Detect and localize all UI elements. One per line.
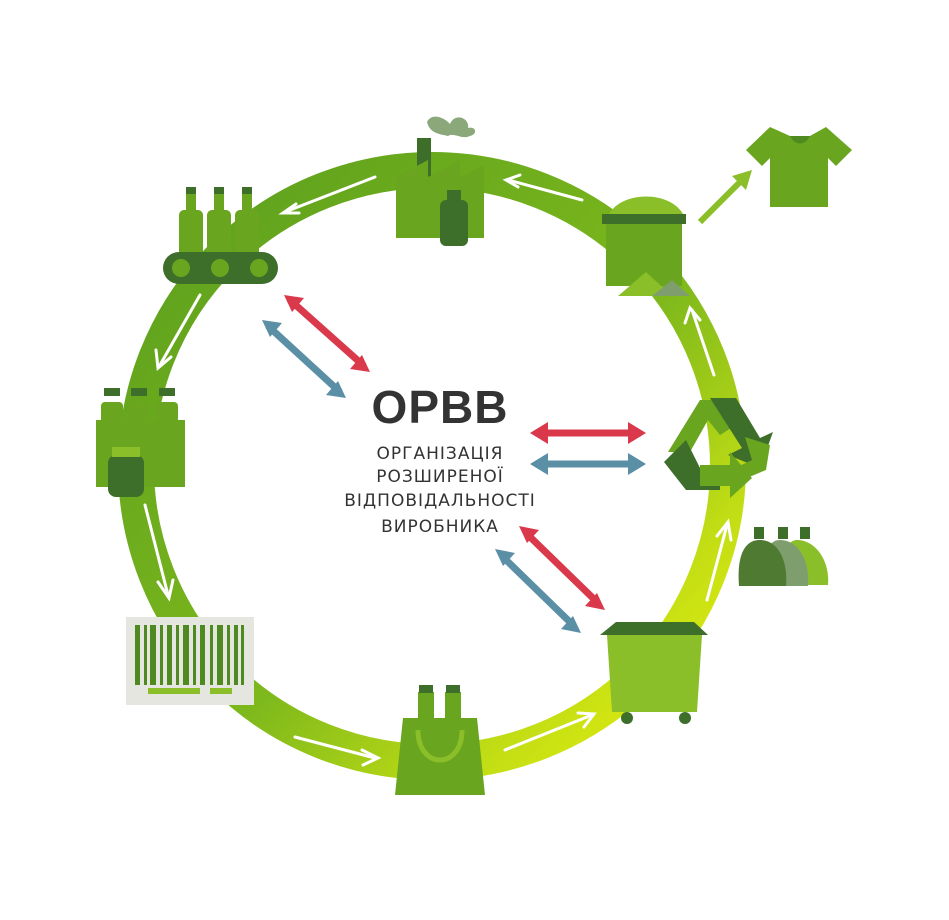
diagram-subtitle-line-1: ОРГАНІЗАЦІЯ <box>376 444 504 464</box>
diagram-acronym: ОРВВ <box>371 381 509 433</box>
exchange-arrows-right <box>530 422 646 475</box>
barcode-icon <box>126 617 254 705</box>
flow-arrow <box>278 175 377 215</box>
flow-arrow <box>705 518 733 602</box>
flow-arrows <box>143 173 733 767</box>
diagram-subtitle-line-4: ВИРОБНИКА <box>381 517 499 537</box>
tshirt-icon <box>746 127 852 207</box>
exchange-arrows-topleft <box>262 295 370 398</box>
factory-icon <box>396 116 484 246</box>
recycle-icon <box>664 398 773 498</box>
waste-container-icon <box>600 622 708 724</box>
diagram-subtitle-line-2: РОЗШИРЕНОЇ <box>376 467 504 487</box>
flow-arrow <box>502 173 584 202</box>
recycled-material-bin-icon <box>602 196 690 296</box>
diagram-subtitle-line-3: ВІДПОВІДАЛЬНОСТІ <box>344 491 536 511</box>
flow-arrow <box>503 711 597 752</box>
exchange-arrows-bottomright <box>495 526 605 633</box>
bottle-crate-icon <box>96 388 185 497</box>
flow-arrow <box>293 735 382 767</box>
shopping-bag-icon <box>395 685 485 795</box>
flow-arrow <box>143 503 175 602</box>
trash-bags-icon <box>738 527 829 586</box>
flow-arrow <box>683 304 716 377</box>
flow-arrow <box>154 293 202 371</box>
export-arrow <box>697 170 752 225</box>
bottle-conveyor-icon <box>163 187 278 284</box>
